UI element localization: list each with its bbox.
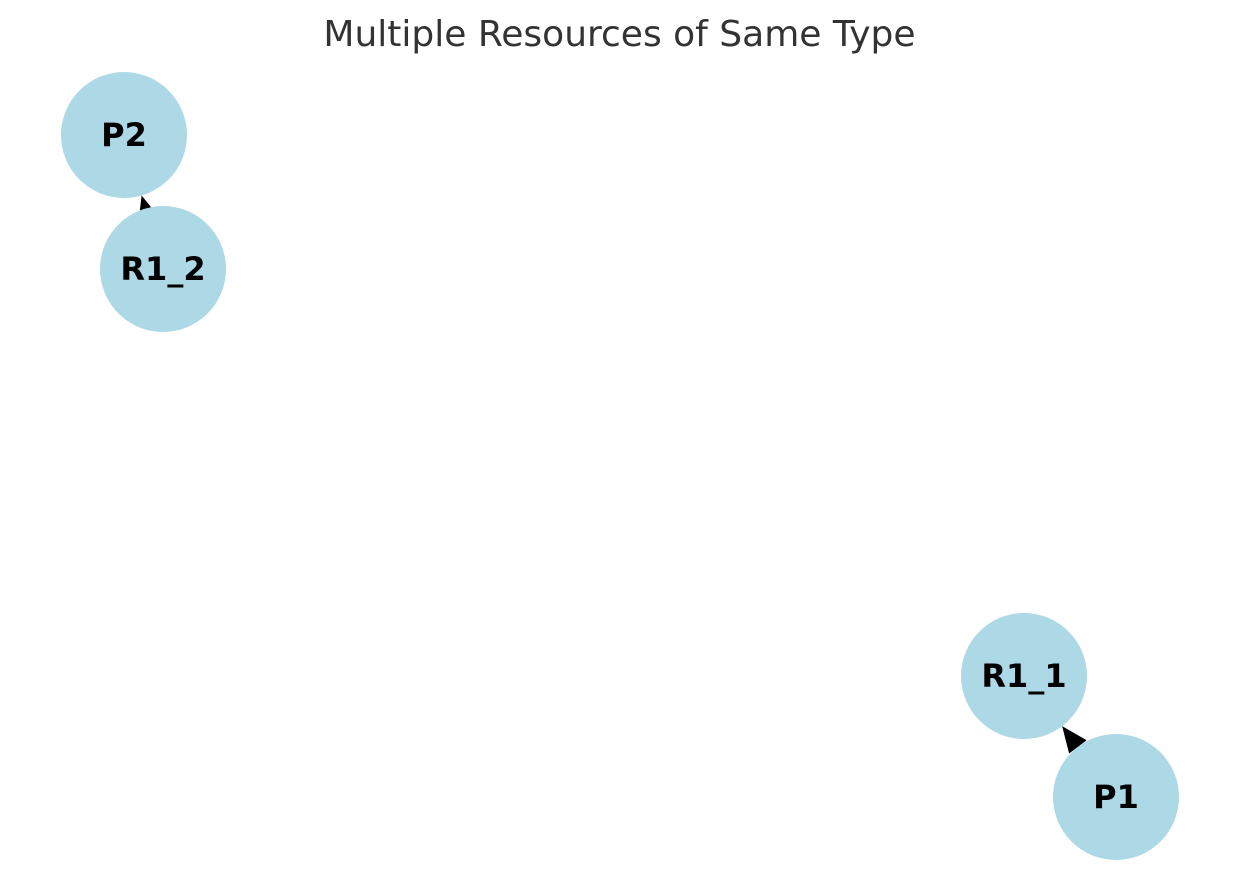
node-label: P2 (101, 116, 147, 154)
node-r1-2: R1_2 (100, 206, 226, 332)
node-p2: P2 (61, 72, 187, 198)
diagram-title: Multiple Resources of Same Type (323, 14, 916, 55)
node-p1: P1 (1053, 734, 1179, 860)
edge-p1-to-r1-1 (1062, 726, 1087, 754)
edge-layer (138, 195, 1087, 754)
node-label: P1 (1093, 778, 1139, 816)
node-circle (61, 72, 187, 198)
arrowhead-icon (1062, 726, 1087, 754)
node-circle (961, 613, 1087, 739)
node-label: R1_1 (981, 657, 1066, 695)
node-r1-1: R1_1 (961, 613, 1087, 739)
node-circle (1053, 734, 1179, 860)
node-circle (100, 206, 226, 332)
node-label: R1_2 (120, 250, 205, 288)
